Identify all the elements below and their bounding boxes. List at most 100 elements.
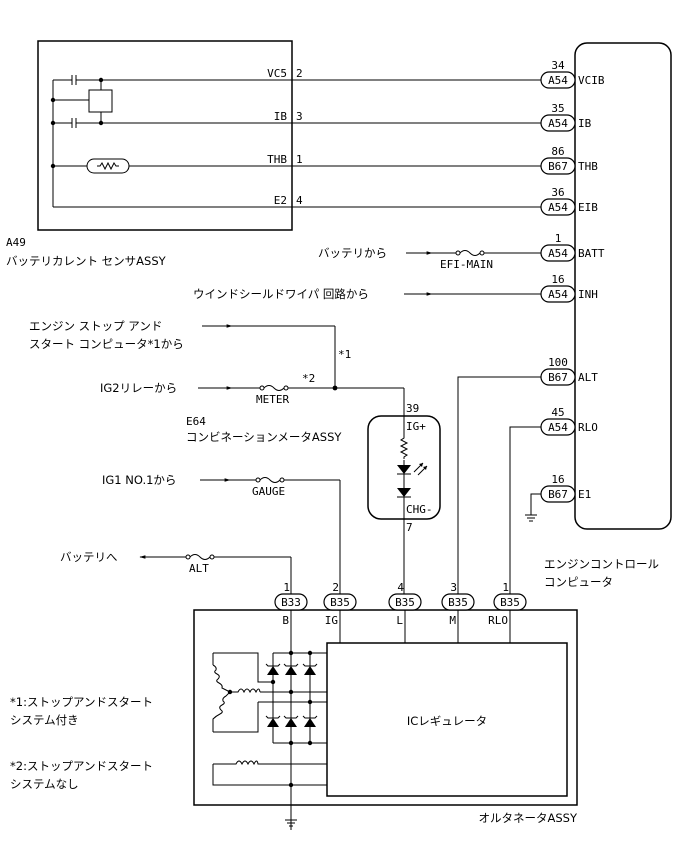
connector-pin-number: 100 [548,356,568,369]
pin-label: E2 [274,194,287,207]
connector-code: A54 [548,74,568,87]
sensor-name: バッテリカレント センサASSY [6,254,167,268]
wiper-from-label: ウインドシールドワイパ 回路から [193,287,369,301]
pin-number: 3 [296,110,303,123]
alternator-connector-l: B35 4L [388,581,422,627]
ecu-terminal-name: THB [578,160,598,173]
connector-code: A54 [548,201,568,214]
combination-meter: E64 コンビネーションメータASSY 39 IG+ CHG- 7 [186,402,441,534]
charge-warning-led-icon [397,465,411,474]
meter-pin-top-name: IG+ [406,420,426,433]
pin-label: IB [274,110,288,123]
alternator-box [193,609,578,806]
connector-pill [540,114,576,132]
ig2-from-label: IG2リレーから [100,381,177,395]
sensor-id: A49 [6,236,26,249]
connector-code: A54 [548,288,568,301]
connector-pill [323,593,357,611]
ecu-terminal-name: BATT [578,247,605,260]
alternator-terminal-name: M [449,614,456,627]
connector-code: A54 [548,117,568,130]
connector-pill [540,198,576,216]
meter-box [367,415,441,520]
connector-pin-number: 1 [283,581,290,594]
meter-name: コンビネーションメータASSY [186,430,342,444]
connector-pin-number: 1 [555,232,562,245]
meter-pin-bot-num: 7 [406,521,413,534]
alternator-terminal-name: RLO [488,614,508,627]
connector-code: B35 [500,596,520,609]
connector-code: B67 [548,371,568,384]
connector-pin-number: 4 [397,581,404,594]
ecu-terminal-name: EIB [578,201,598,214]
alternator-terminal-name: L [396,614,403,627]
meter-fuse-label: METER [256,393,289,406]
pin-number: 2 [296,67,303,80]
fuse-icon [263,385,285,391]
connector-code: B35 [395,596,415,609]
connector-code: B33 [281,596,301,609]
fuse-icon [259,477,281,483]
ic-regulator-box [326,642,568,797]
alternator-connector-m: B35 3M [441,581,475,627]
engine-control-computer: エンジンコントロール コンピュータ [544,42,672,589]
meter-pin-top-num: 39 [406,402,419,415]
wiper-feed: ウインドシールドワイパ 回路から [193,287,541,301]
connector-code: B67 [548,160,568,173]
pin-number: 1 [296,153,303,166]
ecu-name-line1: エンジンコントロール [544,557,659,571]
connector-code: B35 [330,596,350,609]
thermistor-icon [86,158,130,174]
connector-pin-number: 16 [551,473,564,486]
ecu-terminal-name: E1 [578,488,591,501]
connector-pill [274,593,308,611]
connector-pill [388,593,422,611]
ecu-terminal-name: INH [578,288,598,301]
battery-from-label: バッテリから [318,246,387,260]
stator-coil-icon [212,664,261,732]
wire-alt [457,376,541,598]
ecu-terminal-name: RLO [578,421,598,434]
ecu-ground [525,493,541,522]
meter-pin-bot-name: CHG- [406,503,433,516]
alternator-terminal-name: B [282,614,289,627]
connector-code: A54 [548,421,568,434]
pin-number: 4 [296,194,303,207]
connector-pin-number: 1 [502,581,509,594]
ecu-terminal-name: ALT [578,371,598,384]
connector-pin-number: 86 [551,145,564,158]
alternator-connector-b: B33 1B [274,581,308,627]
ecu-box [574,42,672,530]
ic-regulator-label: ICレギュレータ [407,714,487,728]
battery-current-sensor: VC5 2 IB 3 THB 1 E2 4 A49 バッテリカレント センサAS… [6,40,575,268]
connector-code: B35 [448,596,468,609]
gauge-fuse-label: GAUGE [252,485,285,498]
connector-pin-number: 34 [551,59,565,72]
note-1-line2: システム付き [10,713,79,727]
note-1-line1: *1:ストップアンドスタート [10,695,153,709]
diode-icon [397,488,411,497]
connector-pill [441,593,475,611]
engine-stop-label-line1: エンジン ストップ アンド [29,319,162,333]
connector-pill [540,71,576,89]
ecu-name-line2: コンピュータ [544,575,613,589]
ground-icon [285,819,297,827]
connector-pin-number: 2 [332,581,339,594]
connector-pin-number: 3 [450,581,457,594]
connector-pin-number: 45 [551,406,564,419]
connector-code: B67 [548,488,568,501]
pin-label: VC5 [267,67,287,80]
rotor-coil-icon [212,760,327,788]
ig2-feed: IG2リレーから METER *2 [100,372,405,598]
